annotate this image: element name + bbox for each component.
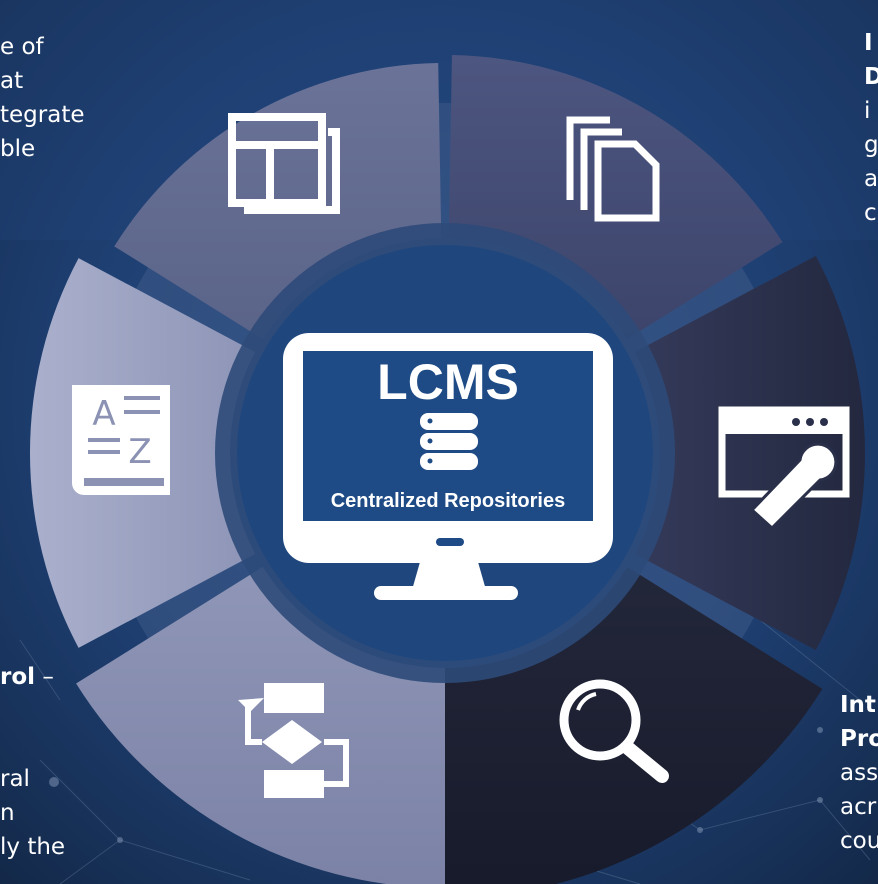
text-line: c [864,200,877,226]
text-line: ly the [0,834,66,860]
documents-stack-icon [566,116,660,222]
dash: – [35,664,54,690]
wheel-segment-wrench-window [634,255,865,651]
text-top-right: I D i g a c [864,26,878,230]
heading-fragment: I [864,30,873,56]
letter-z: Z [128,432,151,472]
text-line: tegrate [0,102,85,128]
flowchart-icon [238,683,349,798]
text-line: ass [840,760,878,786]
wheel-segment-documents-stack [448,55,783,340]
heading-fragment: rol [0,664,36,690]
text-line: n [0,800,15,826]
lcms-subtitle: Centralized Repositories [331,490,566,512]
text-line: at [0,68,24,94]
text-line: ble [0,136,36,162]
text-bottom-right: Int Pro ass acr cou [840,688,878,858]
heading-fragment: D [864,64,878,90]
database-icon [420,413,478,470]
text-line: cou [840,828,878,854]
text-line: g [864,132,878,158]
text-line: acr [840,794,877,820]
layout-windows-icon [228,113,340,214]
text-line: a [864,166,878,192]
text-top-left: e of at tegrate ble [0,30,85,166]
heading-fragment: Int [840,692,876,718]
text-line: i [864,98,871,124]
text-line: e of [0,34,44,60]
magnifier-icon [559,679,669,783]
letter-a: A [92,394,115,434]
wrench-window-icon [718,406,850,531]
text-line: ral [0,766,30,792]
wheel-segment-flowchart [76,566,445,884]
heading-fragment: Pro [840,726,878,752]
dictionary-book-icon: A Z [72,385,170,495]
lcms-title: LCMS [377,354,519,410]
text-bottom-left: rol – ral n ly the [0,660,65,864]
